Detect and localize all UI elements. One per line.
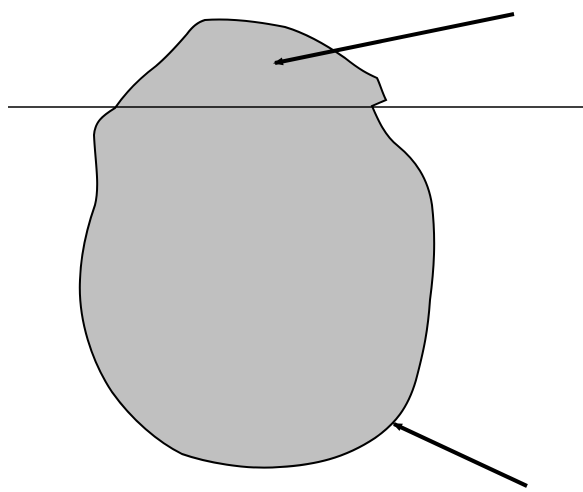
arrow-bottom	[394, 424, 527, 486]
irregular-blob-shape	[80, 19, 434, 467]
